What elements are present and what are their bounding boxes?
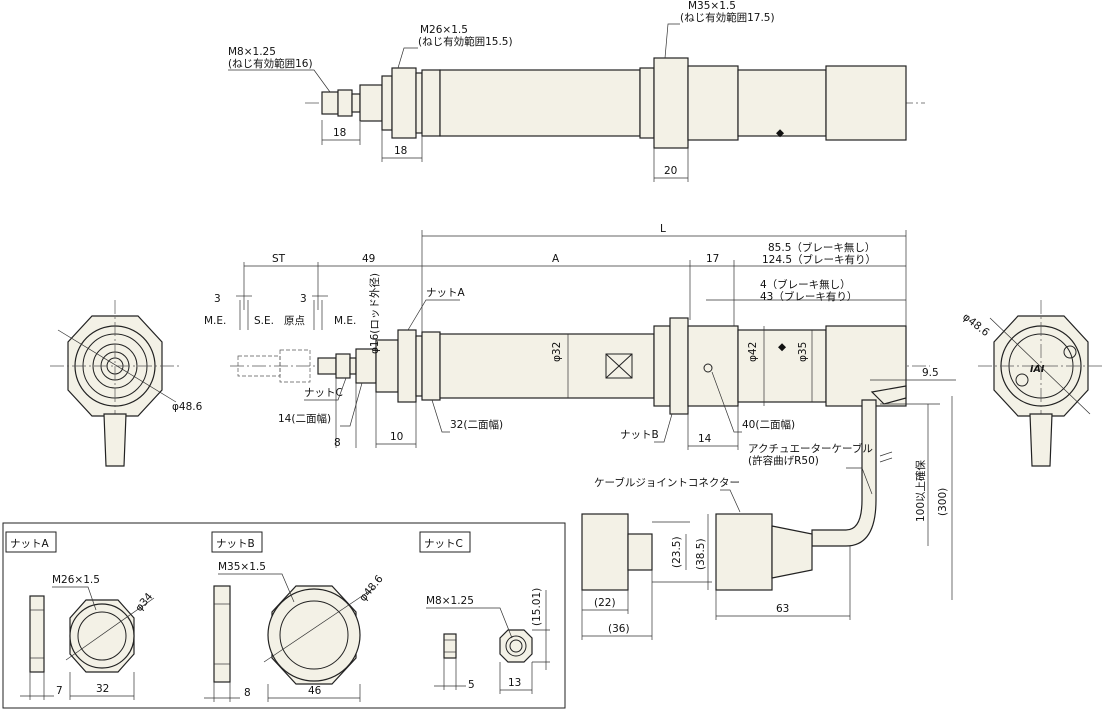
dim-ST: ST xyxy=(272,253,286,265)
m8-range: (ねじ有効範囲16) xyxy=(228,57,313,70)
svg-text:◆: ◆ xyxy=(778,341,787,353)
origin-label: 原点 xyxy=(284,315,305,327)
three-b: 3 xyxy=(300,293,307,305)
nutA-callout: ナットA xyxy=(426,287,465,299)
phi42: φ42 xyxy=(747,342,759,362)
top-dimensions: M8×1.25 (ねじ有効範囲16) M26×1.5 (ねじ有効範囲15.5) … xyxy=(228,0,775,182)
m35-label: M35×1.5 xyxy=(688,0,736,12)
nutC-callout: ナットC xyxy=(304,387,343,399)
dim-40flat: 40(二面幅) xyxy=(742,418,795,431)
dim-8: 8 xyxy=(334,437,341,449)
main-actuator-view: ◆ xyxy=(230,317,930,547)
me-a: M.E. xyxy=(204,315,226,327)
dim-14: 14 xyxy=(698,433,712,445)
m26-label: M26×1.5 xyxy=(420,24,468,36)
m35-range: (ねじ有効範囲17.5) xyxy=(680,11,775,24)
svg-text:IAI: IAI xyxy=(1030,364,1045,375)
rod-od: φ16(ロッド外径) xyxy=(368,273,381,354)
top-actuator-view: ◆ xyxy=(305,57,925,149)
box-nutA: ナットA xyxy=(10,538,49,550)
box-nutC: ナットC xyxy=(424,538,463,550)
phi32: φ32 xyxy=(551,342,563,362)
cable-label: アクチュエーターケーブル xyxy=(748,442,873,455)
bB-m35: M35×1.5 xyxy=(218,561,266,573)
box-nutB: ナットB xyxy=(216,538,255,550)
dim-85: 85.5（ブレーキ無し） xyxy=(768,241,875,254)
m8-label: M8×1.25 xyxy=(228,46,276,58)
dim-124: 124.5（ブレーキ有り） xyxy=(762,253,876,266)
bC-13: 13 xyxy=(508,677,521,689)
dim-300: (300) xyxy=(937,488,949,516)
bC-m8: M8×1.25 xyxy=(426,595,474,607)
dim-A: A xyxy=(552,253,560,265)
dim-4: 4（ブレーキ無し） xyxy=(760,278,851,291)
dim-38-5: (38.5) xyxy=(695,538,707,570)
bA-32: 32 xyxy=(96,683,109,695)
bC-15: (15.01) xyxy=(531,588,543,626)
nut-detail-panel: ナットA ナットB ナットC M26×1.5 φ34 7 32 M35×1.5 xyxy=(2,522,566,709)
dim-9-5: 9.5 xyxy=(922,367,939,379)
main-dimensions: L ST 49 A 17 85.5（ブレーキ無し） 124.5（ブレーキ有り） … xyxy=(204,223,956,600)
dim-10: 10 xyxy=(390,431,403,443)
dim-23-5: (23.5) xyxy=(671,536,683,568)
connector-view: (23.5) (38.5) (22) (36) 63 xyxy=(581,513,851,640)
bB-8: 8 xyxy=(244,687,251,699)
dim-18a: 18 xyxy=(333,127,346,139)
dim-18b: 18 xyxy=(394,145,407,157)
cable-radius: (許容曲げR50) xyxy=(748,454,819,467)
three-a: 3 xyxy=(214,293,221,305)
svg-text:◆: ◆ xyxy=(776,127,785,139)
dim-63: 63 xyxy=(776,603,789,615)
phi48-left: φ48.6 xyxy=(172,401,203,413)
dim-49: 49 xyxy=(362,253,375,265)
bC-5: 5 xyxy=(468,679,475,691)
bA-m26: M26×1.5 xyxy=(52,574,100,586)
m26-range: (ねじ有効範囲15.5) xyxy=(418,35,513,48)
nutB-callout: ナットB xyxy=(620,429,659,441)
me-b: M.E. xyxy=(334,315,356,327)
dim-36: (36) xyxy=(608,623,630,635)
dim-20: 20 xyxy=(664,165,677,177)
phi35: φ35 xyxy=(797,342,809,362)
phi48-right: φ48.6 xyxy=(960,311,992,339)
bA-7: 7 xyxy=(56,685,63,697)
se-label: S.E. xyxy=(254,315,274,327)
joint-label: ケーブルジョイントコネクター xyxy=(594,476,740,489)
dim-43: 43（ブレーキ有り） xyxy=(760,290,857,303)
dim-L: L xyxy=(660,223,666,235)
dim-14flat: 14(二面幅) xyxy=(278,412,331,425)
right-end-view: IAI φ48.6 xyxy=(960,300,1104,467)
dim-100: 100以上確保 xyxy=(914,459,927,522)
dim-32flat: 32(二面幅) xyxy=(450,418,503,431)
bB-46: 46 xyxy=(308,685,322,697)
dim-22: (22) xyxy=(594,597,616,609)
left-end-view: φ48.6 xyxy=(50,300,203,467)
dim-17: 17 xyxy=(706,253,719,265)
